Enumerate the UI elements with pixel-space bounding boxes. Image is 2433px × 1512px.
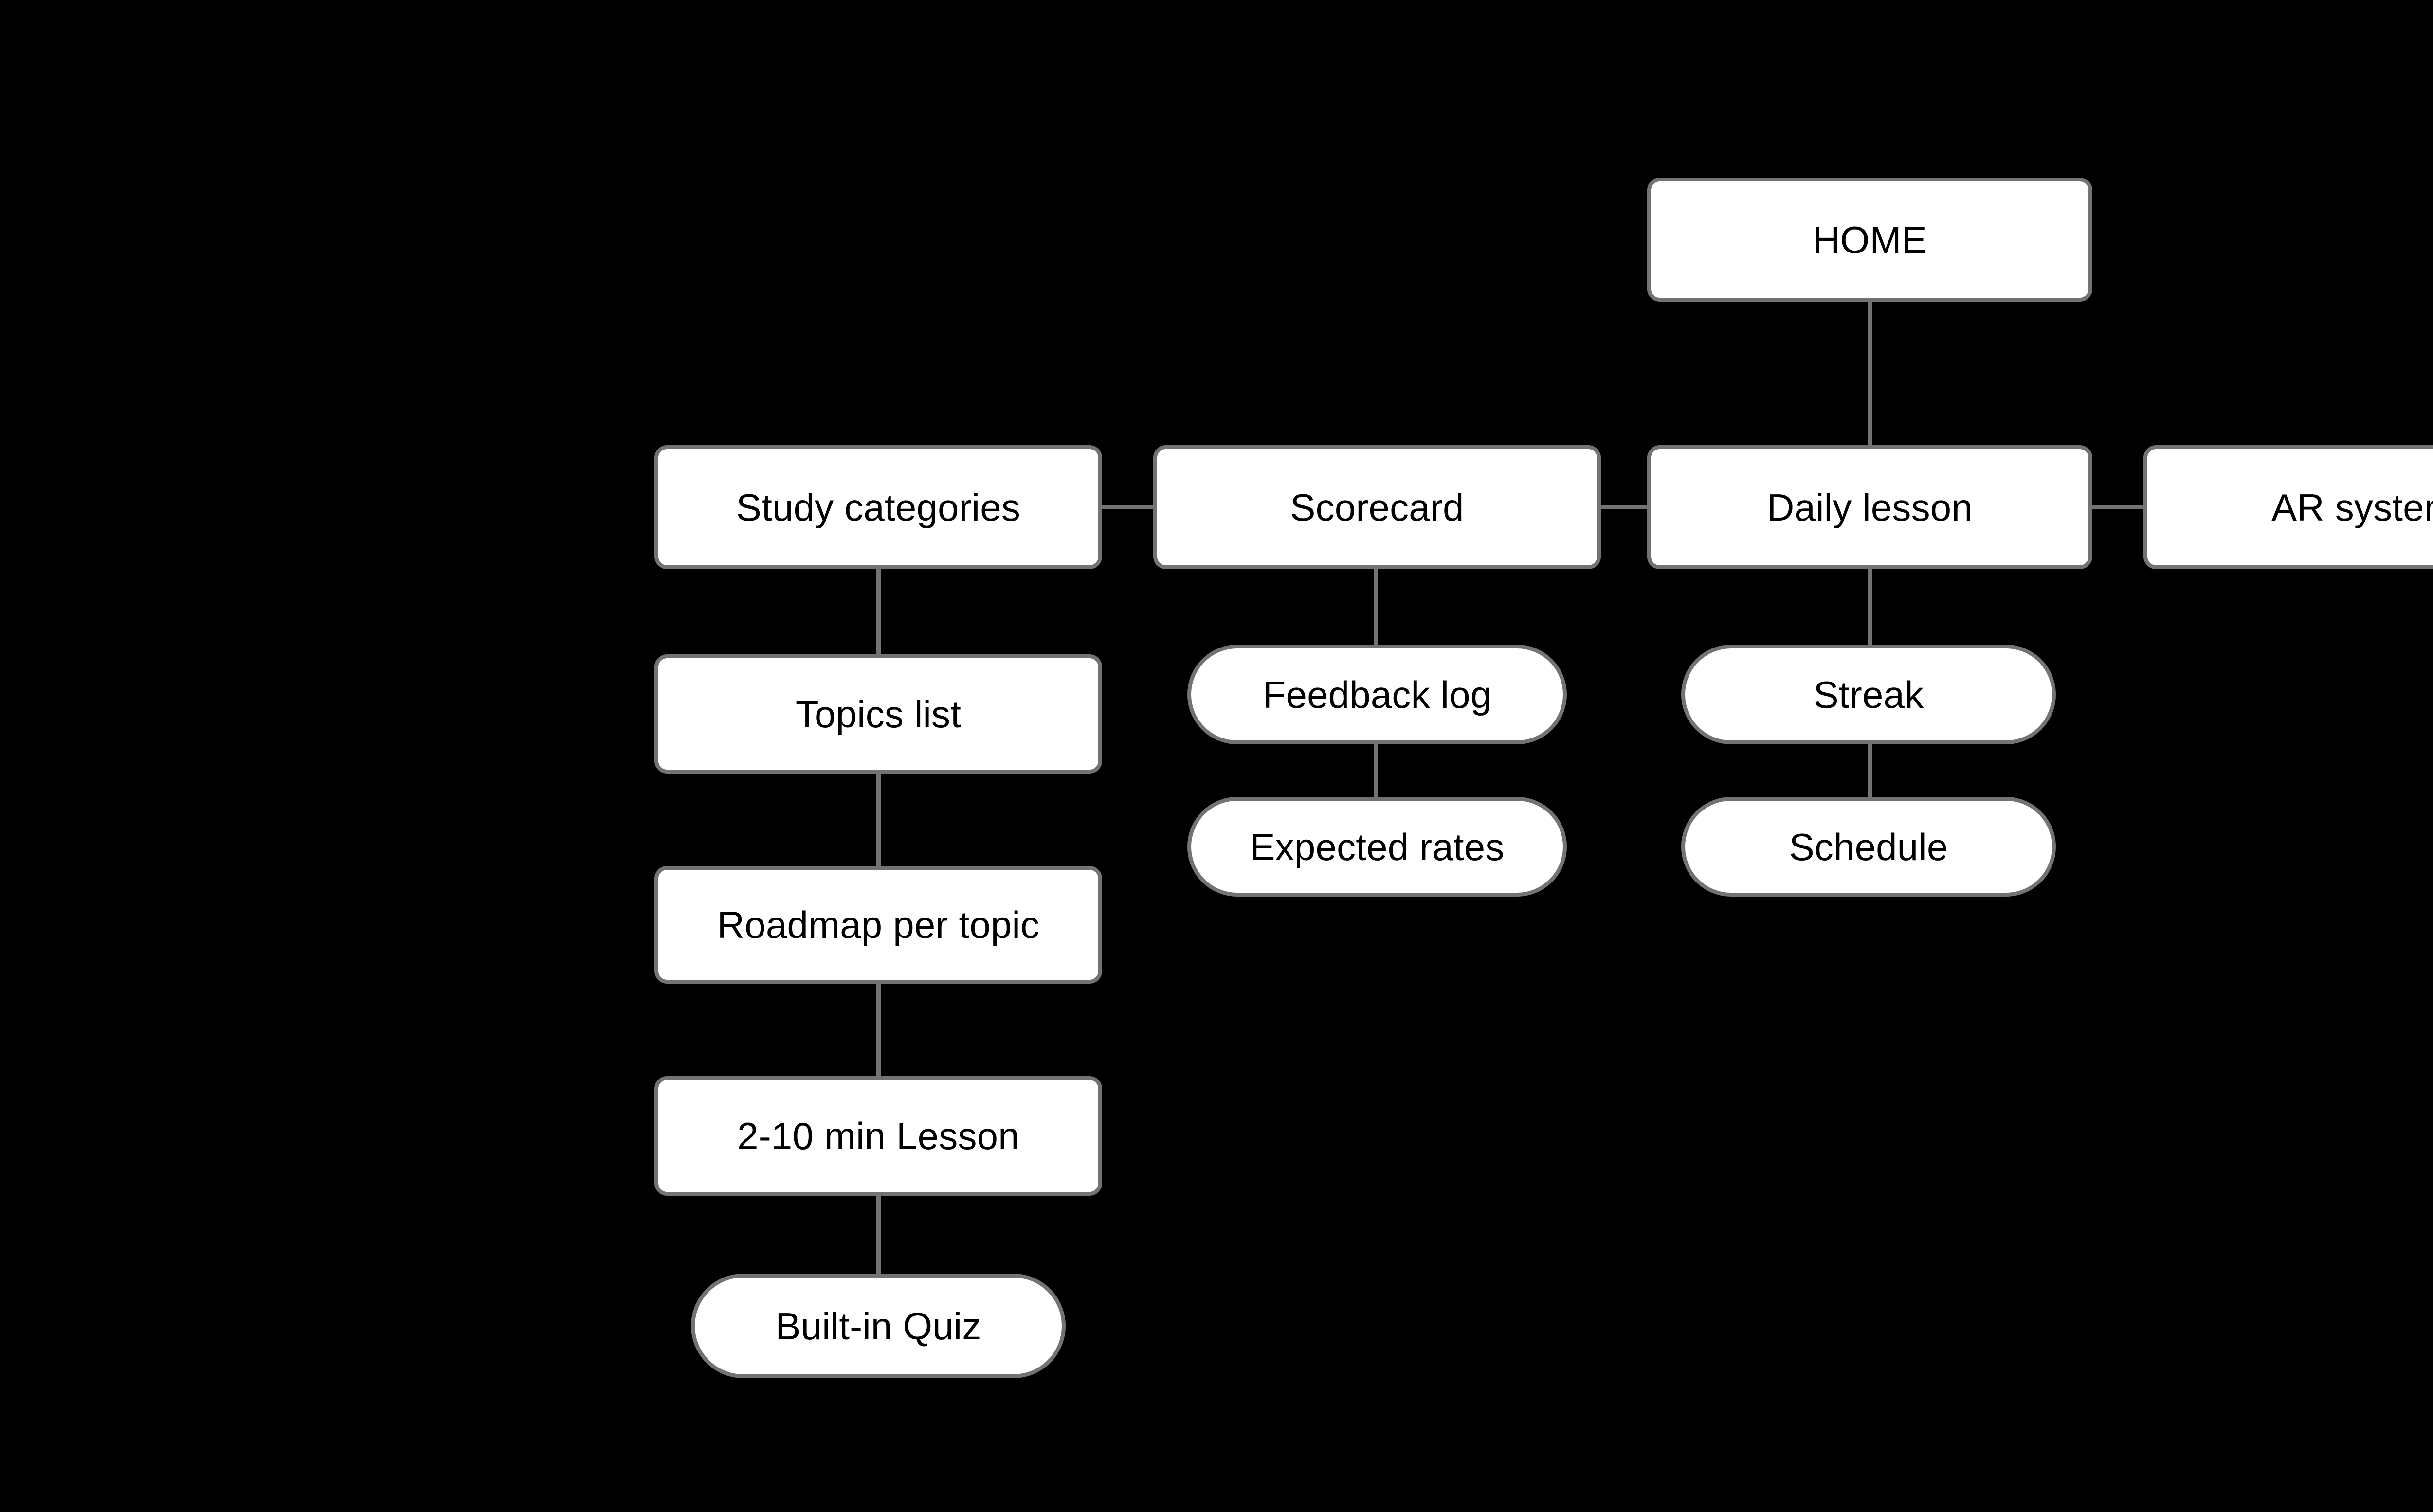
edge-level1-connector-scorecard-daily [1601, 505, 1648, 509]
edge-topics-list-to-roadmap [876, 774, 881, 866]
node-lesson-duration[interactable]: 2-10 min Lesson [654, 1076, 1102, 1196]
edge-lesson-to-quiz [876, 1196, 881, 1274]
node-ar-system-label: AR system [2271, 486, 2433, 529]
node-topics-list-label: Topics list [795, 692, 962, 736]
edge-level1-connector-daily-ar [2092, 505, 2144, 509]
node-home-label: HOME [1813, 218, 1927, 261]
node-study-categories[interactable]: Study categories [654, 445, 1102, 569]
node-topics-list[interactable]: Topics list [654, 654, 1102, 774]
node-expected-rates[interactable]: Expected rates [1187, 797, 1567, 897]
node-daily-lesson[interactable]: Daily lesson [1647, 445, 2092, 569]
node-feedback-log[interactable]: Feedback log [1187, 645, 1567, 744]
node-schedule[interactable]: Schedule [1681, 797, 2056, 897]
node-streak[interactable]: Streak [1681, 645, 2056, 744]
node-ar-system[interactable]: AR system [2143, 445, 2433, 569]
edge-level1-connector-study-scorecard [1102, 505, 1154, 509]
node-scorecard[interactable]: Scorecard [1153, 445, 1601, 569]
node-streak-label: Streak [1813, 673, 1924, 716]
node-roadmap-per-topic-label: Roadmap per topic [717, 903, 1040, 946]
edge-home-to-daily-lesson [1868, 302, 1872, 448]
edge-scorecard-to-feedback-log [1374, 569, 1378, 645]
node-expected-rates-label: Expected rates [1250, 825, 1505, 868]
node-scorecard-label: Scorecard [1290, 486, 1464, 529]
edge-daily-lesson-to-streak [1868, 569, 1872, 645]
edge-roadmap-to-lesson [876, 984, 881, 1076]
node-schedule-label: Schedule [1789, 825, 1948, 868]
node-study-categories-label: Study categories [736, 486, 1021, 529]
edge-streak-to-schedule [1868, 744, 1872, 797]
edge-feedback-log-to-expected-rates [1374, 744, 1378, 797]
node-lesson-duration-label: 2-10 min Lesson [737, 1115, 1019, 1157]
node-feedback-log-label: Feedback log [1262, 673, 1492, 716]
node-roadmap-per-topic[interactable]: Roadmap per topic [654, 866, 1102, 984]
node-built-in-quiz-label: Built-in Quiz [775, 1304, 981, 1348]
node-home[interactable]: HOME [1647, 178, 2092, 302]
edge-study-to-topics-list [876, 569, 881, 654]
node-built-in-quiz[interactable]: Built-in Quiz [691, 1274, 1066, 1378]
node-daily-lesson-label: Daily lesson [1767, 486, 1973, 529]
